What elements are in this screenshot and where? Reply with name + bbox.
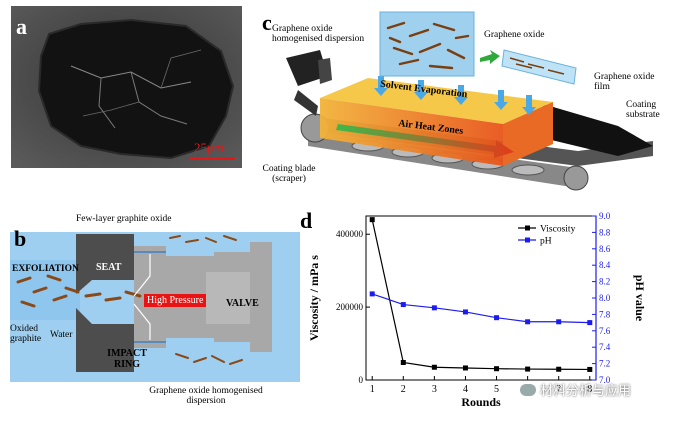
high-pressure-box: High Pressure [144,294,207,307]
x-tick-label: 5 [494,384,499,395]
viscosity-ph-chart: 1234567802000004000007.07.27.47.67.88.08… [307,211,647,409]
x-axis-label: Rounds [461,395,501,409]
data-point-ph [369,291,375,297]
x-tick-label: 4 [463,384,468,395]
x-tick-label: 3 [432,384,437,395]
y2-axis-label: pH value [633,275,647,322]
y-tick-label: 200000 [336,302,364,312]
water-label: Water [50,330,73,340]
data-point-viscosity [525,366,531,372]
few-layer-label: Few-layer graphite oxide [76,214,172,224]
legend-marker [525,237,530,243]
data-point-ph [587,320,593,326]
y-tick-label: 400000 [336,229,364,239]
panel-b-label: b [14,226,27,251]
impact-ring-label: IMPACT RING [107,348,147,370]
y2-tick-label: 8.6 [599,244,611,254]
panel-a: a 25μm [11,6,242,168]
series-line-ph [372,293,590,324]
go-dispersion-label: Graphene oxide homogenised dispersion [149,386,263,406]
sem-micrograph [11,6,242,168]
legend-marker [525,225,530,231]
y2-tick-label: 7.4 [599,342,611,352]
coating-diagram [286,11,653,191]
data-point-ph [400,302,406,308]
y2-tick-label: 8.0 [599,293,611,303]
y-tick-label: 0 [359,375,364,385]
homogeniser-diagram [10,232,300,382]
watermark: 材料分析与应用 [520,380,631,399]
data-point-ph [556,319,562,325]
y2-tick-label: 8.8 [599,227,611,237]
panel-c: c Graphene oxide homogenised dispersion … [258,6,668,201]
dispersion-label: Graphene oxide homogenised dispersion [272,24,365,44]
data-point-viscosity [462,365,468,371]
seat-label: SEAT [96,262,122,273]
scale-bar-text: 25μm [194,140,225,155]
y2-tick-label: 7.2 [599,359,610,369]
y2-tick-label: 7.6 [599,326,611,336]
y2-tick-label: 7.8 [599,309,611,319]
legend-label: pH [540,237,552,247]
data-point-viscosity [556,366,562,372]
legend-label: Viscosity [540,225,576,235]
x-tick-label: 2 [401,384,406,395]
series-line-viscosity [371,219,590,371]
data-point-viscosity [587,366,593,372]
data-point-viscosity [494,366,500,372]
scale-bar [189,157,235,160]
x-tick-label: 8 [587,384,592,395]
plot-frame [365,215,597,381]
data-point-ph [525,319,531,325]
oxided-graphite-label: Oxided graphite [10,324,42,344]
wechat-icon [520,383,536,396]
y-axis-label: Viscosity / mPa s [307,255,321,341]
y2-tick-label: 9.0 [599,211,611,221]
coating-blade-label: Coating blade (scraper) [262,164,316,184]
graphene-oxide-label: Graphene oxide [484,30,545,40]
data-point-viscosity [369,217,375,223]
data-point-viscosity [400,360,406,366]
data-point-ph [494,315,500,321]
coating-substrate-label: Coating substrate [626,100,660,120]
panel-b: b Few-layer graphite oxide EXFOLIATION S… [10,212,300,408]
panel-d-label: d [300,208,313,233]
valve-label: VALVE [226,298,259,309]
x-tick-label: 7 [556,384,561,395]
y2-tick-label: 7.0 [599,375,611,385]
film-label: Graphene oxide film [594,72,655,92]
data-point-ph [462,309,468,315]
x-tick-label: 1 [370,384,375,395]
panel-d: d 1234567802000004000007.07.27.47.67.88.… [296,208,656,413]
exfoliation-label: EXFOLIATION [12,264,79,274]
watermark-text: 材料分析与应用 [540,384,632,399]
y2-tick-label: 8.4 [599,260,611,270]
data-point-ph [431,305,437,311]
data-point-viscosity [431,364,437,370]
panel-a-label: a [16,14,27,39]
panel-c-label: c [262,10,272,35]
y2-tick-label: 8.2 [599,277,610,287]
